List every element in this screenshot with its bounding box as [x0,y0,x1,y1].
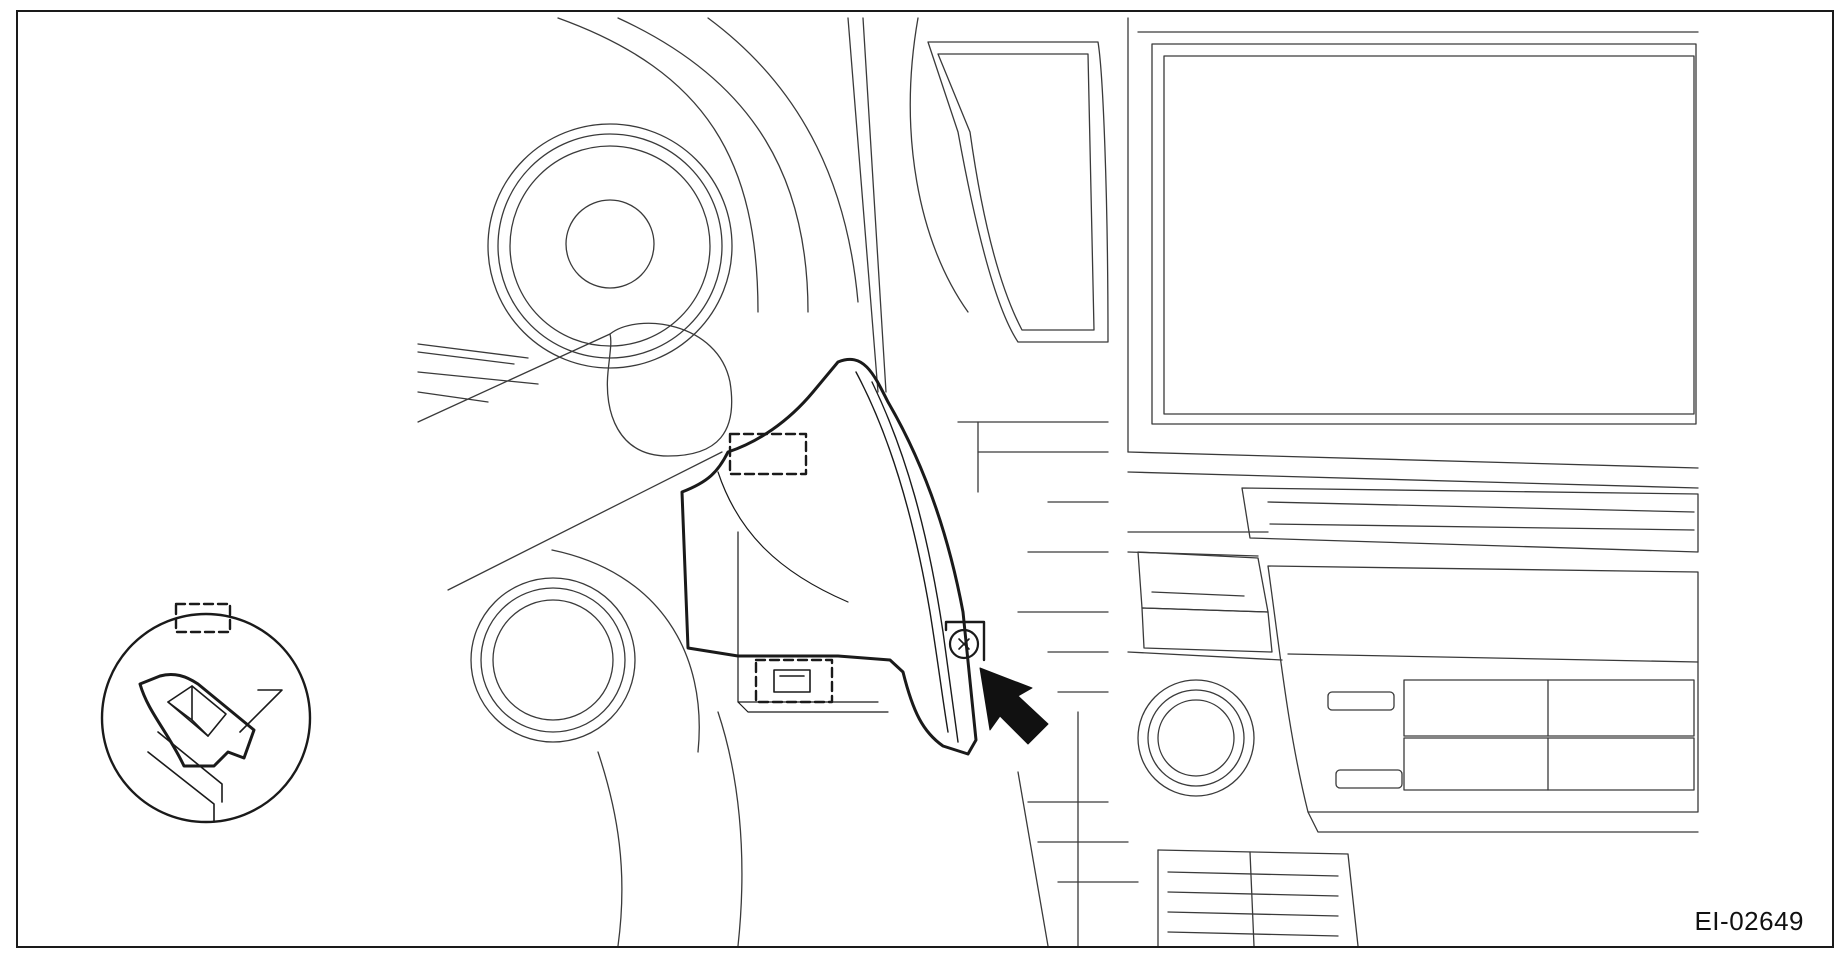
center-column [909,17,1139,946]
figure-id-label: EI-02649 [1694,906,1804,936]
lower-vent [1157,849,1359,946]
instrument-gauge [487,123,733,369]
dashboard-illustration [100,17,1699,946]
callout-arrow-icon [979,667,1049,745]
side-trim-panel [680,357,978,756]
side-air-vent [470,549,743,946]
left-trim-lines [417,343,539,403]
display-screen [1127,17,1699,489]
dash-upper-contours [557,17,887,393]
hvac-panel [1267,565,1699,833]
diagram-frame: EI-02649 [16,10,1834,948]
center-panel-upper [1127,487,1699,557]
hvac-dial [1137,679,1255,797]
clip-detail-icon [100,602,312,824]
clip-location-boxes [728,432,834,704]
screw-icon [944,620,986,662]
steering-stalk [417,322,733,591]
hvac-left-buttons [1127,551,1283,661]
clip-tab [773,669,811,693]
